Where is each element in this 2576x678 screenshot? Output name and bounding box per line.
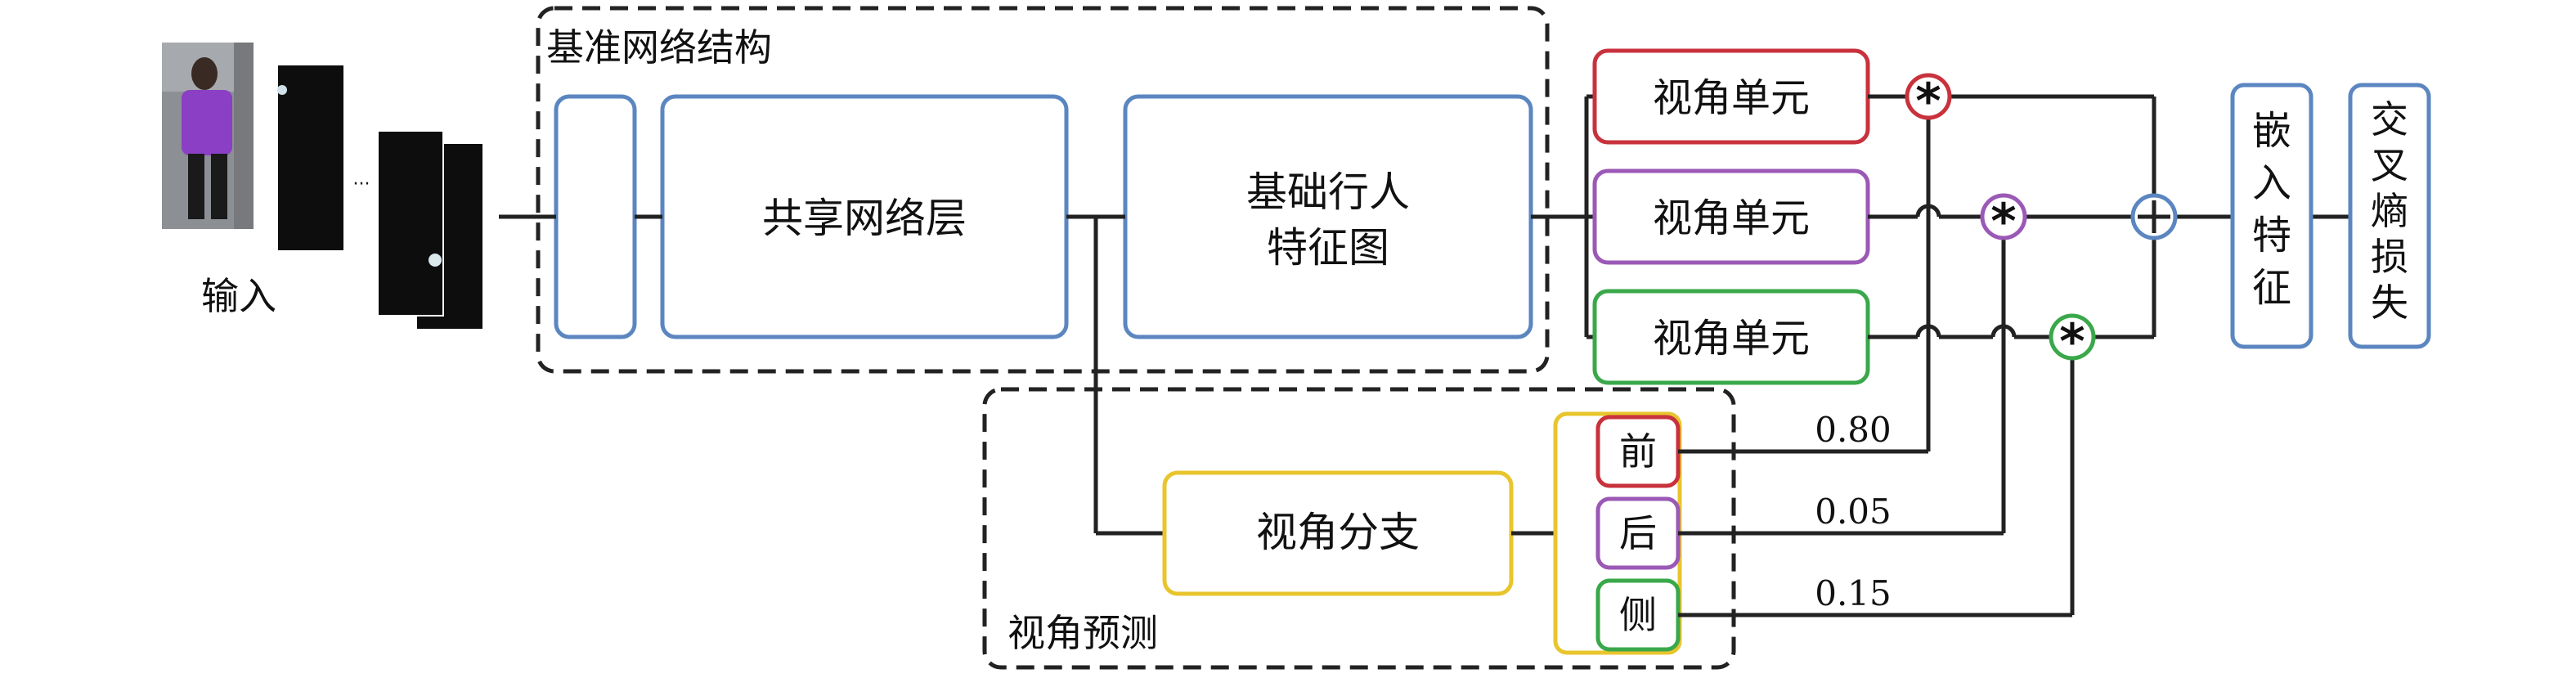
feature-frame-back [278, 65, 343, 250]
weight-back: 0.05 [1815, 492, 1892, 532]
loss-label-char-4: 损 [2371, 235, 2408, 279]
loss-label-char-1: 交 [2371, 97, 2408, 141]
feature-map-box [1123, 94, 1533, 339]
ellipsis: ··· [353, 174, 370, 195]
embedding-label-char-4: 征 [2252, 265, 2291, 311]
multiply-node-side: * [2049, 313, 2096, 370]
shared-layers-label: 共享网络层 [762, 195, 967, 242]
loss-label-char-3: 熵 [2371, 189, 2408, 233]
weight-connectors [1678, 449, 2072, 617]
svg-text:*: * [1915, 73, 1941, 130]
svg-text:*: * [2059, 313, 2085, 370]
view-branch-label: 视角分支 [1256, 509, 1420, 556]
feature-map-label-line1: 基础行人 [1246, 168, 1410, 216]
weight-side: 0.15 [1815, 573, 1892, 613]
feature-frame-1 [377, 130, 444, 317]
view-unit-front-label: 视角单元 [1653, 75, 1810, 121]
main-connectors [499, 94, 1595, 536]
view-class-front-label: 前 [1619, 429, 1657, 474]
baseline-network-group [536, 6, 1550, 374]
input-conv-block [554, 94, 637, 339]
view-class-back-label: 后 [1619, 511, 1657, 555]
embedding-label-char-3: 特 [2252, 213, 2291, 258]
fusion-connectors [1868, 94, 2350, 615]
view-unit-back-label: 视角单元 [1653, 195, 1810, 241]
view-prediction-group-label: 视角预测 [1008, 611, 1158, 655]
baseline-group-label: 基准网络结构 [546, 25, 772, 70]
feature-map-label-line2: 特征图 [1267, 224, 1389, 272]
embedding-label-char-1: 嵌 [2252, 108, 2291, 154]
view-class-side-label: 侧 [1619, 593, 1657, 637]
input-image-stack: ··· 输入 [162, 43, 482, 329]
loss-label-char-2: 叉 [2371, 143, 2408, 187]
input-label: 输入 [201, 274, 276, 318]
embedding-feature-box [2230, 83, 2313, 349]
embedding-label-char-2: 入 [2252, 160, 2291, 206]
loss-label-char-5: 失 [2371, 281, 2408, 325]
svg-text:*: * [1990, 193, 2016, 250]
multiply-node-front: * [1905, 73, 1952, 130]
sum-node [2130, 193, 2178, 240]
view-unit-side-label: 视角单元 [1653, 316, 1810, 361]
cross-entropy-loss-box [2348, 83, 2431, 349]
weight-front: 0.80 [1815, 410, 1892, 450]
view-prediction-group [982, 387, 1736, 670]
multiply-node-back: * [1980, 193, 2027, 250]
